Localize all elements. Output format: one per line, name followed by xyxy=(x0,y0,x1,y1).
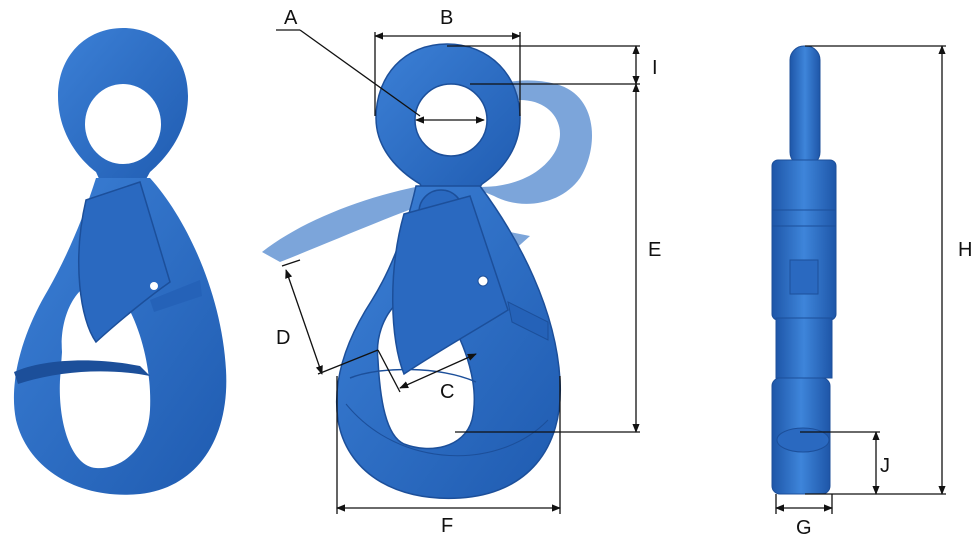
latch-spring-housing xyxy=(150,280,202,312)
label-e: E xyxy=(648,239,661,261)
hook-front-render xyxy=(13,28,227,495)
hook-center-drawing xyxy=(262,43,593,500)
label-i: I xyxy=(652,57,658,79)
label-b: B xyxy=(440,7,453,29)
side-body xyxy=(775,317,833,379)
eye-hole xyxy=(85,84,161,164)
hook-tip-band xyxy=(14,360,150,384)
dim-a-leader xyxy=(299,29,421,117)
latch-nose xyxy=(507,301,549,341)
ghost-open-latch xyxy=(262,186,436,262)
label-c: C xyxy=(440,381,454,403)
dim-d-line xyxy=(285,269,323,375)
label-f: F xyxy=(441,515,453,536)
side-eye-shank xyxy=(789,45,821,167)
contour-line xyxy=(345,403,549,457)
dim-d-ext-bottom xyxy=(317,349,379,375)
label-d: D xyxy=(276,327,290,349)
dim-c-ext xyxy=(377,349,401,393)
latch xyxy=(78,181,171,344)
side-pin xyxy=(789,259,819,295)
dim-c-line xyxy=(399,353,477,389)
side-hook-crosssection xyxy=(776,427,830,453)
latch-pin-hole xyxy=(150,282,158,290)
hook-throat xyxy=(59,281,151,469)
dimension-lines xyxy=(276,29,946,514)
label-g: G xyxy=(796,517,812,536)
label-a: A xyxy=(284,7,298,29)
dim-d-ext-top xyxy=(281,259,301,267)
latch-pin-center xyxy=(477,275,489,287)
label-j: J xyxy=(880,455,890,477)
side-bearing-housing xyxy=(771,159,837,321)
dimension-labels: A B C D E F G H I J xyxy=(276,7,972,536)
label-h: H xyxy=(958,239,972,261)
hook-side-view xyxy=(771,45,837,495)
